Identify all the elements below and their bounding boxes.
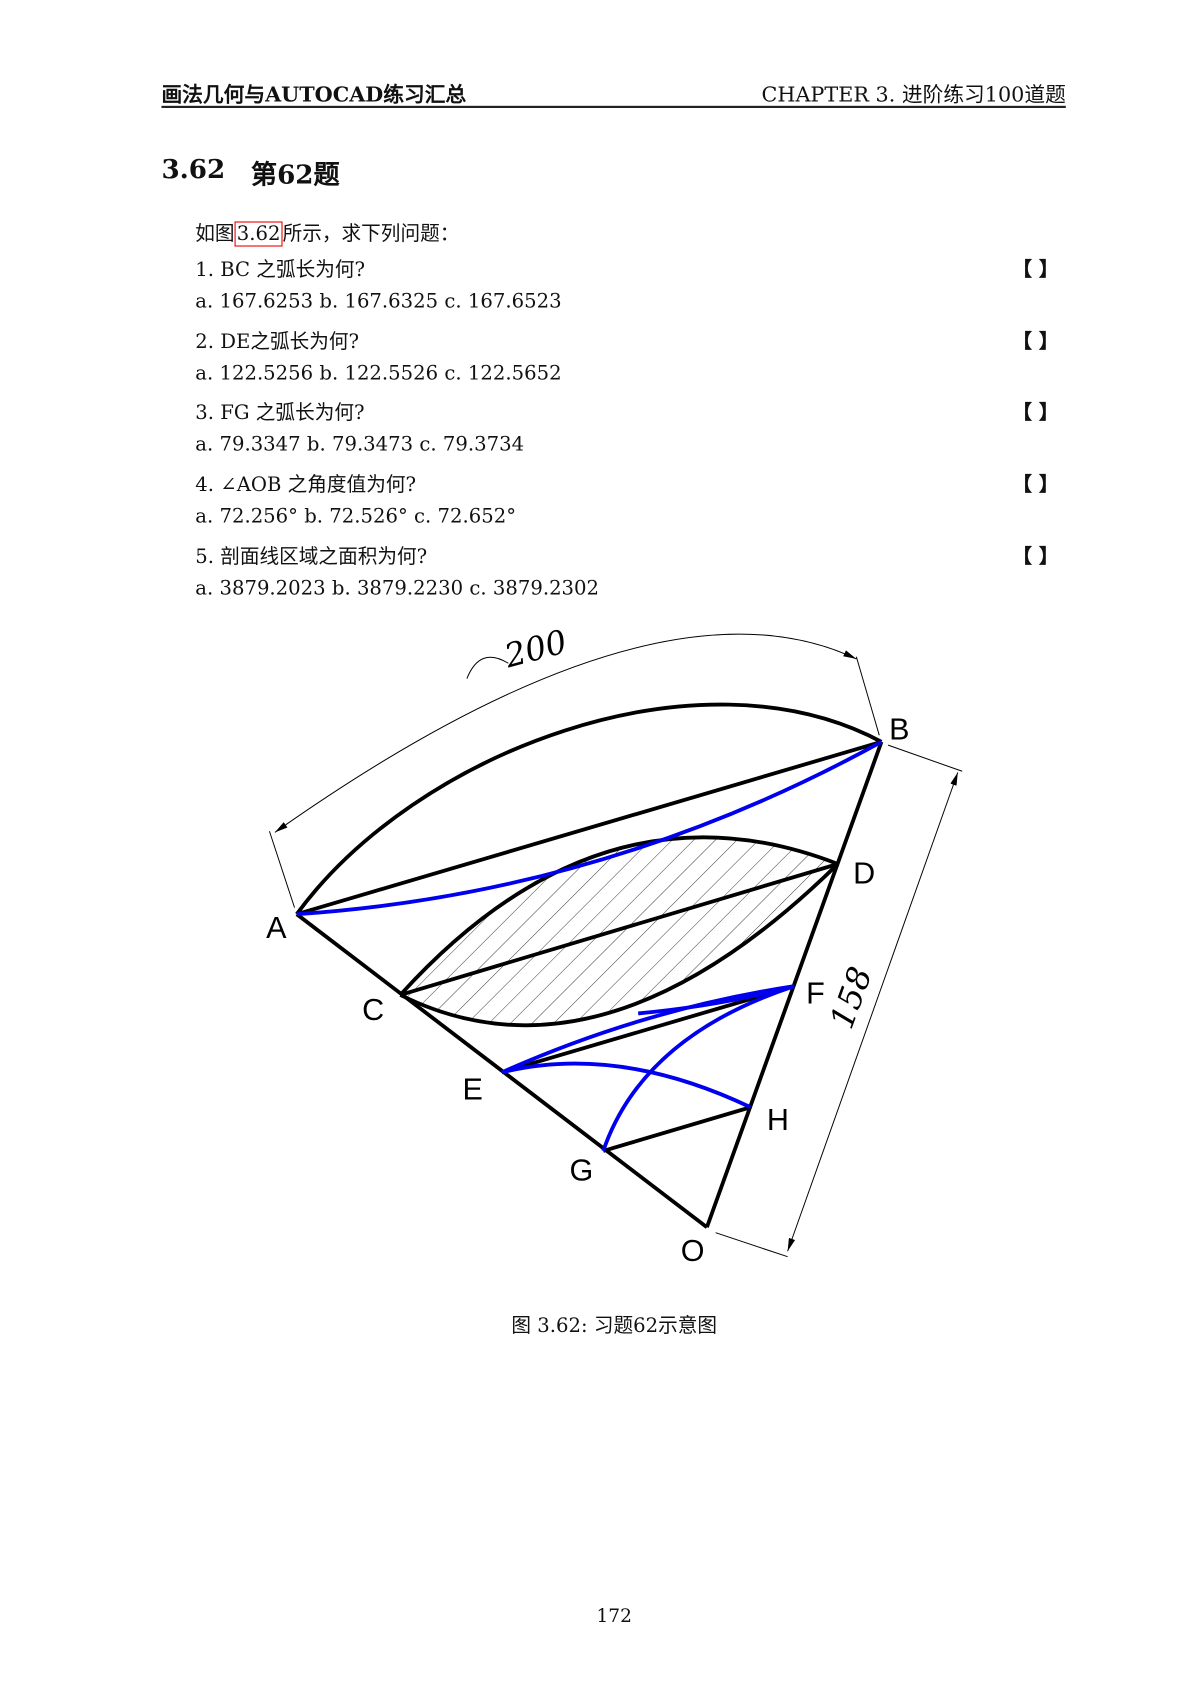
question-2: 2. DE之弧长为何? [195, 330, 360, 354]
options-5: a. 3879.2023 b. 3879.2230 c. 3879.2302 [195, 577, 600, 600]
point-label-E: E [463, 1073, 483, 1107]
answer-bracket-5: 【 】 [1012, 545, 1059, 569]
blue-arc-EF [501, 984, 795, 1075]
section-title: 第62题 [250, 158, 340, 190]
header-rule [161, 105, 1066, 108]
arc-length-symbol [466, 656, 509, 679]
question-3: 3. FG 之弧长为何? [195, 401, 365, 425]
point-label-A: A [266, 911, 287, 945]
options-4: a. 72.256° b. 72.526° c. 72.652° [195, 505, 517, 528]
blue-arc-EH [501, 1061, 752, 1109]
question-1: 1. BC 之弧长为何? [195, 258, 366, 282]
extension-line-O [715, 1232, 788, 1258]
chord-EF [512, 984, 795, 1071]
figure-ref-link[interactable]: 3.62 [234, 221, 283, 247]
answer-bracket-3: 【 】 [1012, 401, 1059, 425]
point-label-H: H [767, 1103, 789, 1137]
point-label-C: C [362, 993, 384, 1027]
options-1: a. 167.6253 b. 167.6325 c. 167.6523 [195, 290, 562, 314]
arc-CD-lower [399, 862, 840, 1028]
dimension-text-158: 158 [823, 962, 880, 1034]
section-number: 3.62 [161, 152, 226, 185]
point-label-O: O [681, 1234, 705, 1268]
chord-GH [602, 1105, 752, 1153]
point-label-B: B [889, 713, 909, 747]
running-header-right: CHAPTER 3. 进阶练习100道题 [761, 82, 1066, 107]
figure-caption: 图 3.62: 习题62示意图 [511, 1314, 717, 1338]
point-label-G: G [569, 1153, 593, 1187]
question-5: 5. 剖面线区域之面积为何? [195, 545, 428, 569]
chord-CD [399, 862, 839, 997]
answer-bracket-2: 【 】 [1012, 330, 1059, 354]
options-3: a. 79.3347 b. 79.3473 c. 79.3734 [195, 433, 525, 456]
extension-line-B [855, 656, 880, 736]
question-4: 4. ∠AOB 之角度值为何? [195, 473, 417, 497]
extension-line-B2 [887, 744, 963, 772]
extension-line-A [268, 831, 296, 908]
blue-arc-GF [601, 984, 795, 1152]
dimension-text-200: 200 [500, 622, 571, 675]
arc-CD-upper [398, 835, 839, 997]
answer-bracket-4: 【 】 [1012, 473, 1059, 497]
intro-after: 所示，求下列问题： [282, 222, 460, 246]
page-number: 172 [596, 1605, 632, 1628]
running-header-left: 画法几何与AUTOCAD练习汇总 [161, 82, 467, 107]
options-2: a. 122.5256 b. 122.5526 c. 122.5652 [195, 362, 562, 386]
dimension-arc-200 [274, 633, 857, 833]
point-label-F: F [806, 977, 825, 1011]
answer-bracket-1: 【 】 [1012, 258, 1059, 282]
point-label-D: D [853, 857, 875, 891]
dimension-line-158 [787, 772, 959, 1252]
intro-before: 如图 [195, 222, 235, 246]
